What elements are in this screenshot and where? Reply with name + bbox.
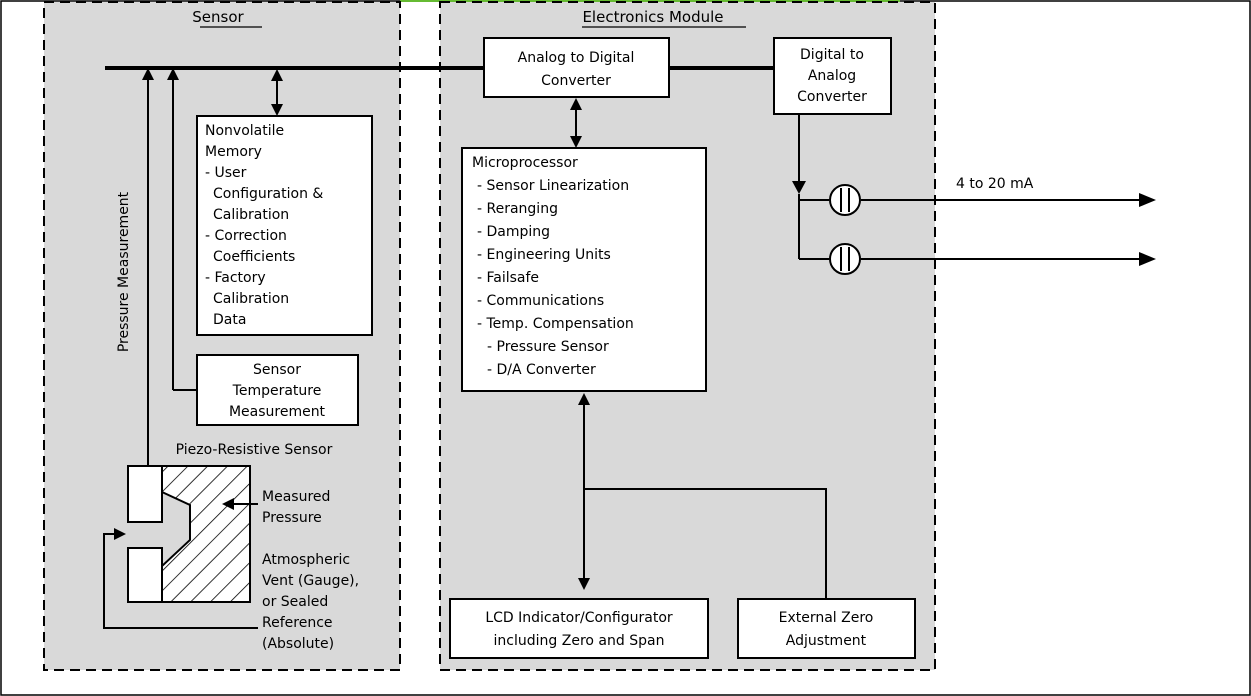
temp-line-0: Sensor — [253, 362, 301, 378]
nvm-line-7: - Factory — [205, 270, 266, 286]
nvm-line-5: - Correction — [205, 228, 287, 244]
nvm-line-1: Memory — [205, 144, 262, 160]
piezo-sensor-label: Piezo-Resistive Sensor — [176, 442, 333, 458]
sensor-section-title: Sensor — [192, 8, 244, 26]
output-1-arrowhead — [1139, 193, 1156, 207]
measured-pressure-line-1: Pressure — [262, 510, 322, 526]
nonvolatile-memory-box — [196, 115, 373, 336]
output-2-arrowhead — [1139, 252, 1156, 266]
measured-pressure-arrowhead — [222, 498, 234, 510]
vent-line-0: Atmospheric — [262, 552, 350, 568]
micro-line-1: - Sensor Linearization — [477, 178, 629, 194]
micro-line-3: - Damping — [477, 224, 550, 240]
vent-line-4: (Absolute) — [262, 636, 334, 652]
temperature-arrow-up — [167, 68, 179, 80]
lcd-line-1: including Zero and Span — [494, 633, 665, 649]
output-2-terminal — [829, 243, 861, 275]
external-zero-box — [737, 598, 916, 659]
pressure-measurement-label: Pressure Measurement — [116, 191, 132, 352]
temp-line-1: Temperature — [232, 383, 322, 399]
nvm-line-6: Coefficients — [213, 249, 295, 265]
vent-arrowhead — [114, 528, 126, 540]
vent-line-3: Reference — [262, 615, 333, 631]
temp-line-2: Measurement — [229, 404, 326, 420]
dac-box — [773, 37, 892, 115]
lcd-arrow-down — [578, 578, 590, 590]
adc-micro-arrow-up — [570, 98, 582, 110]
measured-pressure-line-0: Measured — [262, 489, 330, 505]
memory-arrow-down — [271, 104, 283, 116]
nvm-line-3: Configuration & — [213, 186, 323, 202]
piezo-sensor-graphic — [127, 465, 251, 603]
micro-line-7: - Temp. Compensation — [477, 316, 634, 332]
nvm-line-0: Nonvolatile — [205, 123, 284, 139]
micro-line-9: - D/A Converter — [487, 362, 596, 378]
electronics-section-title: Electronics Module — [582, 8, 723, 26]
output-1-terminal — [829, 184, 861, 216]
memory-arrow-up — [271, 69, 283, 81]
adc-line-0: Analog to Digital — [518, 50, 635, 66]
ext-zero-line-0: External Zero — [779, 610, 874, 626]
dac-line-0: Digital to — [800, 47, 864, 63]
vent-reference-line — [103, 533, 258, 629]
microprocessor-box — [461, 147, 707, 392]
nvm-line-8: Calibration — [213, 291, 289, 307]
adc-micro-arrow-down — [570, 136, 582, 148]
pressure-arrow-up — [142, 68, 154, 80]
vent-line-2: or Sealed — [262, 594, 328, 610]
nvm-line-4: Calibration — [213, 207, 289, 223]
vent-line-1: Vent (Gauge), — [262, 573, 359, 589]
micro-line-5: - Failsafe — [477, 270, 539, 286]
lcd-configurator-box — [449, 598, 709, 659]
lcd-line-0: LCD Indicator/Configurator — [485, 610, 673, 626]
dac-output-arrowhead — [792, 181, 806, 194]
micro-line-6: - Communications — [477, 293, 604, 309]
micro-line-2: - Reranging — [477, 201, 558, 217]
adc-line-1: Converter — [541, 73, 611, 89]
micro-line-0: Microprocessor — [472, 155, 578, 171]
current-output-label: 4 to 20 mA — [956, 176, 1034, 192]
nvm-line-9: Data — [213, 312, 246, 328]
nvm-line-2: - User — [205, 165, 247, 181]
micro-line-4: - Engineering Units — [477, 247, 611, 263]
micro-arrow-up — [578, 393, 590, 405]
adc-box — [483, 37, 670, 98]
micro-line-8: - Pressure Sensor — [487, 339, 609, 355]
ext-zero-line-1: Adjustment — [786, 633, 867, 649]
dac-line-1: Analog — [808, 68, 856, 84]
dac-line-2: Converter — [797, 89, 867, 105]
sensor-temperature-box — [196, 354, 359, 426]
external-zero-link — [584, 488, 827, 600]
